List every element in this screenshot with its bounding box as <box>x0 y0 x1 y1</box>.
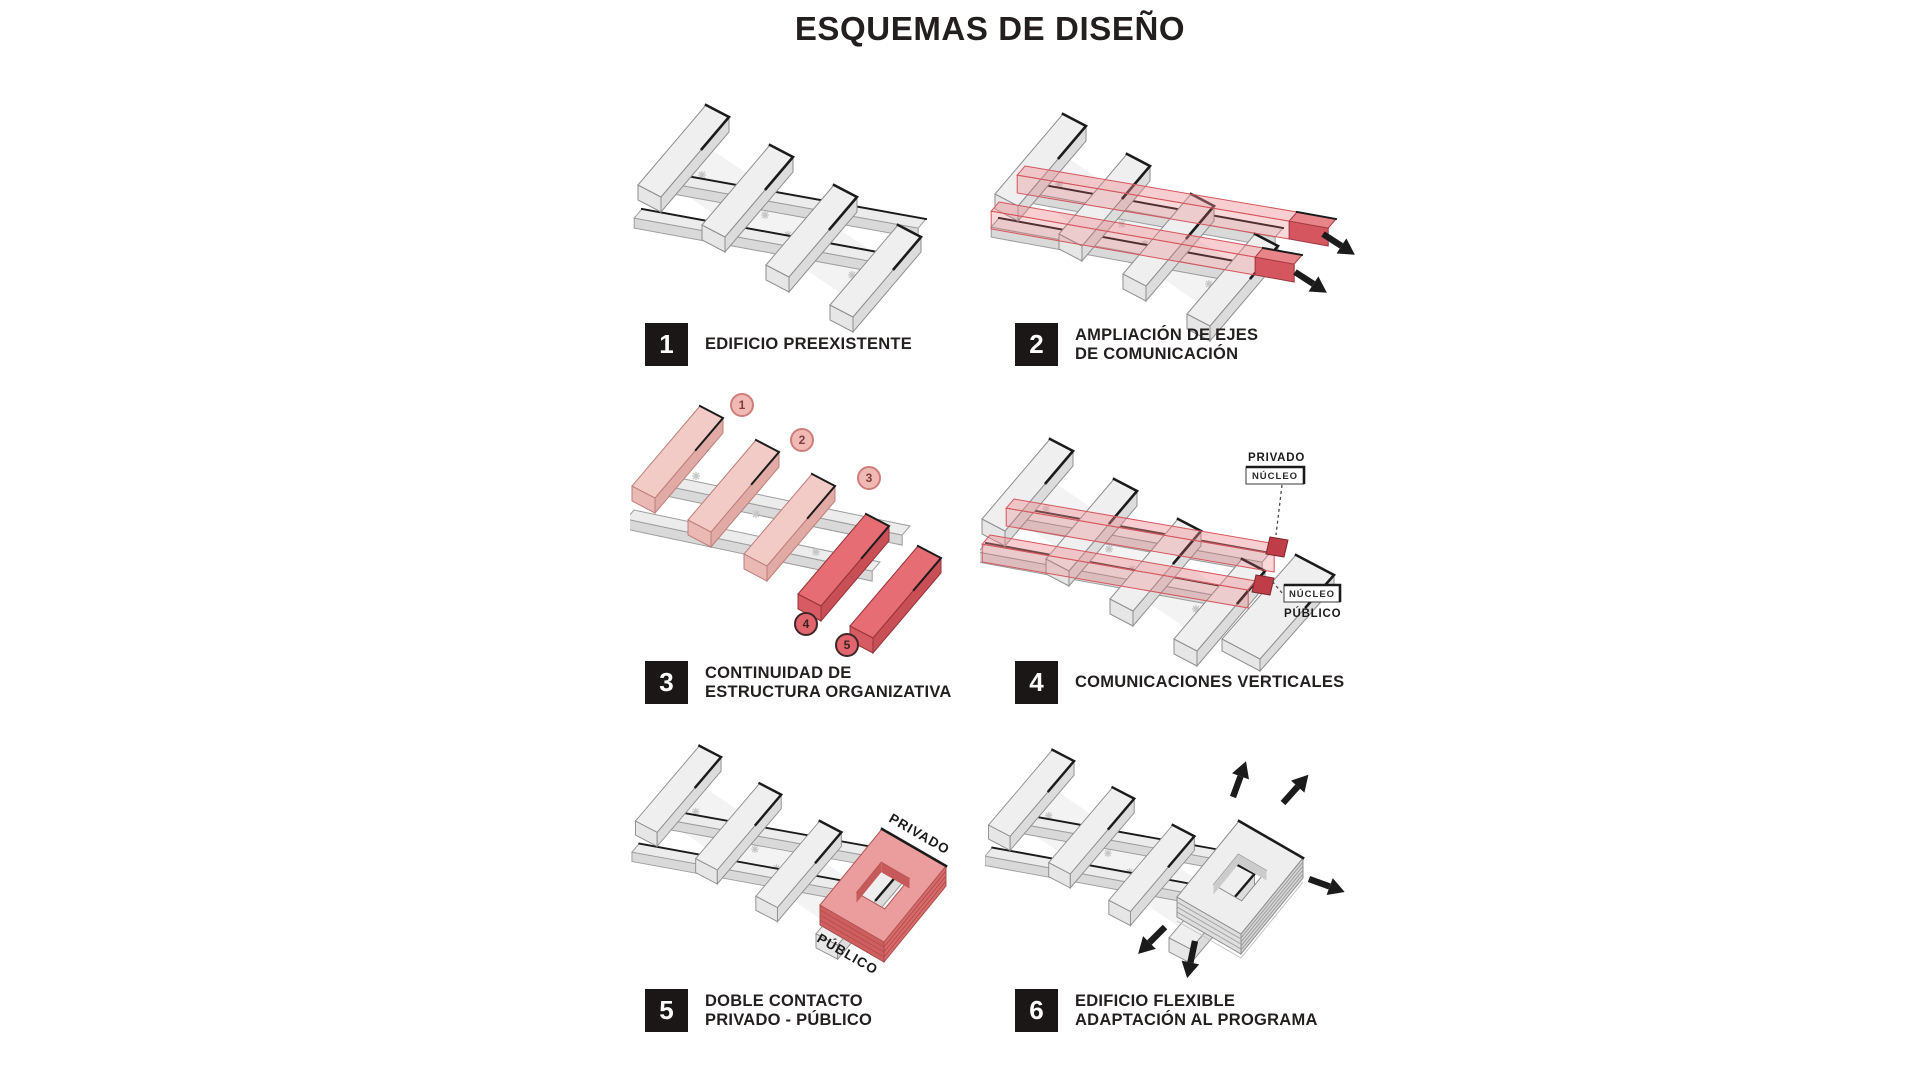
svg-text:5: 5 <box>844 638 851 652</box>
public-core <box>1251 574 1275 596</box>
diagram-5-private-public-contact: PRIVADO PÚBLICO <box>630 725 952 977</box>
marker-3: 3 <box>857 466 881 490</box>
expansion-arrow-icon <box>1305 870 1348 901</box>
step-2-label: AMPLIACIÓN DE EJES DE COMUNICACIÓN <box>1075 325 1259 363</box>
svg-text:PÚBLICO: PÚBLICO <box>1284 607 1341 620</box>
marker-4: 4 <box>794 612 818 636</box>
diagram-2-communication-axes <box>975 88 1355 348</box>
diagram-4-vertical-communications: PRIVADO NÚCLEO NÚCLEO PÚBLICO <box>980 415 1342 673</box>
expansion-arrow-icon <box>1131 920 1172 961</box>
step-6-number: 6 <box>1029 995 1044 1025</box>
svg-text:3: 3 <box>866 471 873 485</box>
annotation-private-core: PRIVADO NÚCLEO <box>1245 452 1306 536</box>
step-3-badge: 3 <box>645 661 688 704</box>
svg-text:PRIVADO: PRIVADO <box>1248 452 1305 464</box>
step-5-label: DOBLE CONTACTO PRIVADO - PÚBLICO <box>705 991 873 1029</box>
step-2-number: 2 <box>1029 329 1044 359</box>
step-6-badge: 6 <box>1015 989 1058 1032</box>
diagram-6-flexible-building <box>985 733 1348 981</box>
private-core <box>1265 536 1289 558</box>
step-4-label: COMUNICACIONES VERTICALES <box>1075 673 1345 691</box>
step-1-badge: 1 <box>645 323 688 366</box>
step-5-badge: 5 <box>645 989 688 1032</box>
page-title: ESQUEMAS DE DISEÑO <box>794 10 1186 47</box>
step-2-badge: 2 <box>1015 323 1058 366</box>
step-3-label: CONTINUIDAD DE ESTRUCTURA ORGANIZATIVA <box>705 663 952 701</box>
svg-text:4: 4 <box>803 617 810 631</box>
expansion-arrow-icon <box>1224 758 1255 801</box>
caption-2: 2 AMPLIACIÓN DE EJES DE COMUNICACIÓN <box>1015 323 1258 366</box>
marker-2: 2 <box>790 428 814 452</box>
marker-5: 5 <box>835 633 859 657</box>
step-1-number: 1 <box>659 329 674 359</box>
annotation-public-core: NÚCLEO PÚBLICO <box>1271 580 1342 620</box>
caption-6: 6 EDIFICIO FLEXIBLE ADAPTACIÓN AL PROGRA… <box>1015 989 1318 1032</box>
expansion-arrow-icon <box>1276 768 1316 810</box>
step-5-number: 5 <box>659 995 674 1025</box>
extension-arrow-icon <box>1290 264 1332 301</box>
step-3-number: 3 <box>659 667 674 697</box>
step-6-label: EDIFICIO FLEXIBLE ADAPTACIÓN AL PROGRAMA <box>1075 991 1318 1029</box>
step-4-badge: 4 <box>1015 661 1058 704</box>
caption-3: 3 CONTINUIDAD DE ESTRUCTURA ORGANIZATIVA <box>645 661 952 704</box>
caption-1: 1 EDIFICIO PREEXISTENTE <box>645 323 912 366</box>
svg-text:1: 1 <box>739 398 746 412</box>
marker-1: 1 <box>730 393 754 417</box>
diagram-3-organizational-structure: 1 2 3 4 5 <box>630 393 943 657</box>
step-1-label: EDIFICIO PREEXISTENTE <box>705 335 912 353</box>
step-4-number: 4 <box>1029 667 1044 697</box>
courtyard-block-gray <box>1176 819 1305 959</box>
courtyard-block-red <box>819 827 948 964</box>
svg-text:2: 2 <box>799 433 806 447</box>
caption-4: 4 COMUNICACIONES VERTICALES <box>1015 661 1344 704</box>
diagram-1-preexisting-building <box>630 85 970 340</box>
svg-text:NÚCLEO: NÚCLEO <box>1289 588 1335 600</box>
caption-5: 5 DOBLE CONTACTO PRIVADO - PÚBLICO <box>645 989 872 1032</box>
svg-text:NÚCLEO: NÚCLEO <box>1252 470 1298 482</box>
